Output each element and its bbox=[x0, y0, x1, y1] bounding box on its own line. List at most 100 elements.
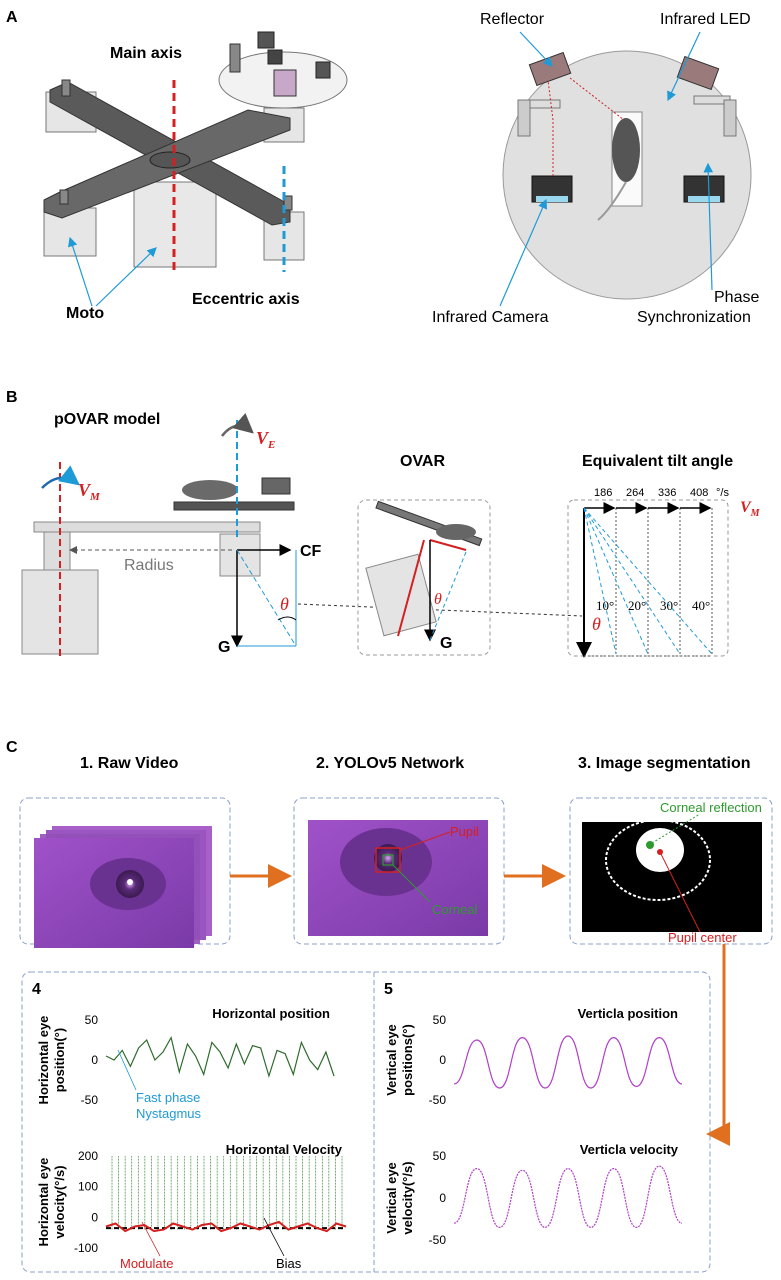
moto-label: Moto bbox=[66, 305, 104, 322]
ve-rotation-arrow bbox=[221, 412, 254, 437]
theta-label-equiv: θ bbox=[592, 614, 601, 634]
phase-label: Phase bbox=[714, 289, 759, 306]
tilt-angle-label: 10° bbox=[596, 598, 614, 613]
tilt-line bbox=[583, 507, 649, 655]
vm-label-equiv: VM bbox=[740, 499, 761, 519]
chart-ylabel: position(°) bbox=[52, 1028, 67, 1092]
vm-rotation-arrow bbox=[41, 465, 80, 489]
modulate-line bbox=[105, 1220, 347, 1233]
chart-ytick: 0 bbox=[439, 1191, 446, 1205]
resultant-line bbox=[236, 549, 297, 647]
synchronization-label: Synchronization bbox=[637, 309, 751, 326]
step3-title: 3. Image segmentation bbox=[578, 755, 751, 772]
segmentation-box bbox=[569, 797, 773, 945]
plots-box bbox=[21, 971, 711, 1273]
theta-label-povar: θ bbox=[280, 594, 289, 614]
infrared-camera-pointer bbox=[499, 198, 548, 307]
bias-pointer bbox=[263, 1217, 285, 1257]
main-axis-label: Main axis bbox=[110, 45, 182, 62]
chart-title: Verticla position bbox=[578, 1006, 678, 1021]
chart-ylabel: Horizontal eye bbox=[36, 1016, 51, 1105]
speed-label: 408 bbox=[690, 487, 708, 499]
ovar-blue-line bbox=[429, 551, 467, 641]
fast-phase-pointer bbox=[117, 1049, 137, 1091]
chart-title: Horizontal position bbox=[212, 1006, 330, 1021]
chart-ylabel: Vertical eye bbox=[384, 1162, 399, 1234]
chart-ylabel: Horizontal eye bbox=[36, 1158, 51, 1247]
tilt-line bbox=[583, 507, 713, 655]
ovar-red-axis bbox=[397, 539, 425, 637]
raw-video-box bbox=[19, 797, 231, 945]
reflector-pointer bbox=[519, 31, 553, 67]
ovar-box bbox=[357, 499, 491, 656]
chart-ytick: -50 bbox=[429, 1093, 447, 1107]
panel-a-letter: A bbox=[6, 9, 18, 26]
chart-ytick: 200 bbox=[78, 1149, 98, 1163]
corneal-reflection-label: Corneal reflection bbox=[660, 800, 762, 815]
tilt-line bbox=[583, 507, 617, 655]
recording-stage-drawing bbox=[502, 50, 752, 300]
chart-title: Verticla velocity bbox=[580, 1142, 679, 1157]
fast-phase-label: Fast phase bbox=[136, 1090, 200, 1105]
ovar-g-label: G bbox=[440, 635, 452, 652]
equivalent-title: Equivalent tilt angle bbox=[582, 453, 733, 470]
ovar-tilted-drawing bbox=[365, 500, 483, 637]
nystagmus-label: Nystagmus bbox=[136, 1106, 202, 1121]
equivalent-box bbox=[567, 499, 729, 657]
yolo-detection-image bbox=[308, 820, 488, 936]
step2-title: 2. YOLOv5 Network bbox=[316, 755, 464, 772]
chart-ylabel: velocity(°/s) bbox=[400, 1161, 415, 1234]
chart-ytick: 0 bbox=[91, 1053, 98, 1067]
speed-label: 336 bbox=[658, 487, 676, 499]
raw-video-frames bbox=[34, 826, 212, 948]
corneal-label: Corneal bbox=[432, 902, 478, 917]
panel-b-letter: B bbox=[6, 389, 18, 406]
chart-ylabel: Vertical eye bbox=[384, 1024, 399, 1096]
tilt-angle-label: 20° bbox=[628, 598, 646, 613]
eccentric-axis-label: Eccentric axis bbox=[192, 291, 300, 308]
chart-ytick: 100 bbox=[78, 1180, 98, 1194]
g-label: G bbox=[218, 639, 230, 656]
yolo-box bbox=[293, 797, 505, 945]
moto-pointer-2 bbox=[95, 247, 157, 307]
infrared-led-pointer bbox=[667, 31, 701, 102]
chart-title: Horizontal Velocity bbox=[226, 1142, 343, 1157]
speed-label: 264 bbox=[626, 487, 644, 499]
pupil-center-label: Pupil center bbox=[668, 930, 737, 945]
chart-ytick: 0 bbox=[91, 1210, 98, 1224]
modulate-pointer bbox=[141, 1221, 161, 1257]
chart-ytick: 50 bbox=[433, 1149, 447, 1163]
chart-ytick: 50 bbox=[433, 1013, 447, 1027]
infrared-led-label: Infrared LED bbox=[660, 11, 751, 28]
chart-ytick: -100 bbox=[74, 1241, 98, 1255]
chart-ytick: 0 bbox=[439, 1053, 446, 1067]
radius-label: Radius bbox=[124, 557, 174, 574]
bias-label: Bias bbox=[276, 1256, 302, 1271]
chart-ytick: 50 bbox=[85, 1013, 99, 1027]
tilt-angle-label: 40° bbox=[692, 598, 710, 613]
panel-c-letter: C bbox=[6, 739, 18, 756]
chart-ytick: -50 bbox=[429, 1233, 447, 1247]
step1-title: 1. Raw Video bbox=[80, 755, 179, 772]
chart-ytick: -50 bbox=[81, 1093, 99, 1107]
segmentation-image bbox=[582, 813, 762, 933]
rotating-platform-drawing bbox=[43, 31, 348, 268]
step5-label: 5 bbox=[384, 981, 393, 998]
cf-label: CF bbox=[300, 543, 322, 560]
theta-arc bbox=[277, 616, 297, 621]
theta-label-ovar: θ bbox=[434, 591, 442, 608]
povar-model-title: pOVAR model bbox=[54, 411, 160, 428]
chart-ylabel: positions(°) bbox=[400, 1024, 415, 1096]
moto-pointer-1 bbox=[68, 236, 93, 307]
ovar-red-cf bbox=[429, 539, 467, 551]
phase-pointer bbox=[703, 162, 714, 291]
infrared-camera-label: Infrared Camera bbox=[432, 309, 549, 326]
ovar-title: OVAR bbox=[400, 453, 445, 470]
chart-ylabel: velocity(°/s) bbox=[52, 1165, 67, 1238]
chart-series-line bbox=[453, 1035, 683, 1089]
theta-link-line bbox=[297, 603, 583, 617]
pupil-label: Pupil bbox=[450, 824, 479, 839]
